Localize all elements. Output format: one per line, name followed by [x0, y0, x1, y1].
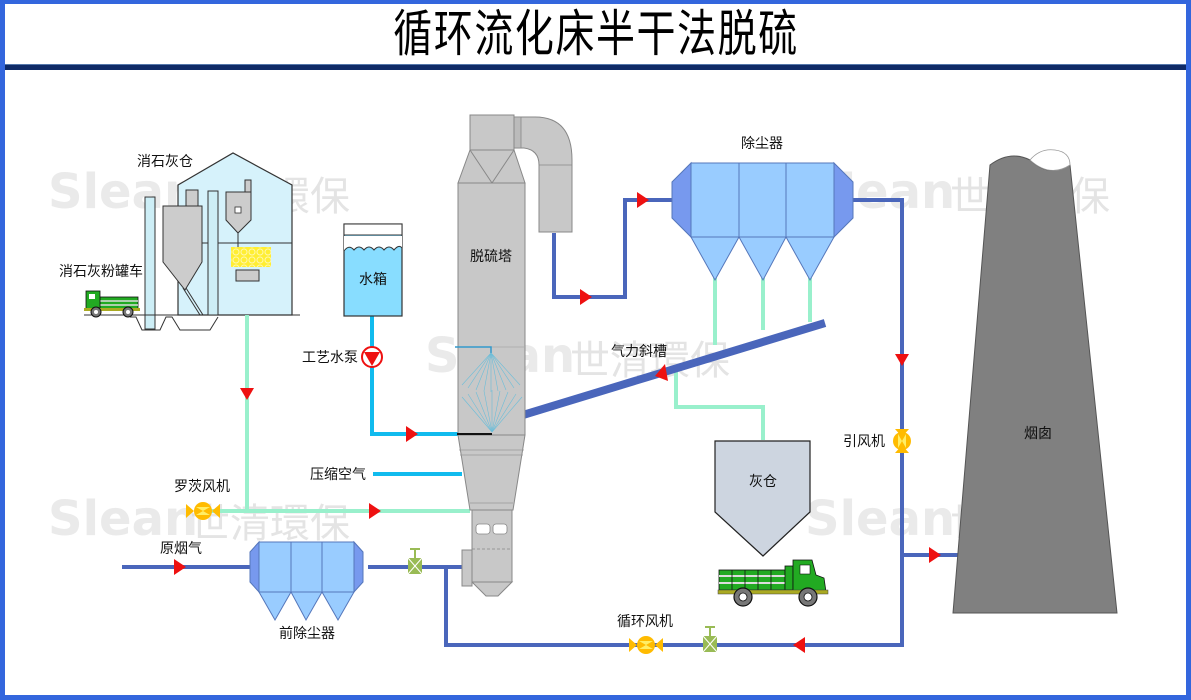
pre-dust-collector[interactable]: 前除尘器: [249, 540, 364, 642]
dust-collector[interactable]: 除尘器: [671, 136, 854, 282]
arrow-tower-out: [580, 289, 592, 305]
label-recirc-fan: 循环风机: [617, 614, 673, 630]
water-tank[interactable]: 水箱: [343, 223, 403, 317]
lime-truck[interactable]: 消石灰粉罐车: [59, 263, 143, 318]
arrow-water-right: [406, 426, 418, 442]
arrow-recirc-left: [793, 637, 805, 653]
ash-silo[interactable]: 灰仓: [714, 440, 811, 557]
roots-blower[interactable]: 罗茨风机: [174, 479, 230, 520]
arrow-raw-gas: [174, 559, 186, 575]
arrow-chimney-in: [929, 547, 941, 563]
label-ash-silo: 灰仓: [749, 474, 777, 490]
chimney[interactable]: 烟囱: [952, 149, 1118, 614]
label-pre-collector: 前除尘器: [279, 625, 335, 642]
desulfurization-tower[interactable]: 脱硫塔: [455, 114, 573, 597]
air-slide[interactable]: [521, 319, 827, 419]
arrow-collector-in: [637, 192, 649, 208]
label-roots-blower: 罗茨风机: [174, 479, 230, 495]
svg-text:Slean: Slean: [48, 491, 198, 547]
watermark-4: Slean 世清環保: [48, 491, 350, 547]
title-bar: 循环流化床半干法脱硫: [5, 4, 1186, 64]
flue-gas-valve[interactable]: [407, 548, 423, 575]
label-dust-collector: 除尘器: [741, 136, 783, 152]
arrow-lime-right: [369, 503, 381, 519]
label-lime-silo: 消石灰仓: [137, 154, 193, 170]
induced-draft-fan[interactable]: 引风机: [843, 429, 911, 453]
label-raw-flue-gas: 原烟气: [160, 541, 202, 557]
ash-return-pipes: [674, 278, 812, 440]
arrow-lime-down: [240, 388, 254, 400]
label-lime-truck: 消石灰粉罐车: [59, 263, 143, 280]
process-water-pump[interactable]: 工艺水泵: [302, 346, 383, 368]
label-id-fan: 引风机: [843, 434, 885, 450]
arrow-air-slide: [655, 364, 668, 381]
svg-text:Slean: Slean: [805, 491, 955, 547]
title-divider: [5, 64, 1186, 70]
lime-silo[interactable]: 消石灰仓: [84, 152, 300, 331]
label-compressed-air: 压缩空气: [310, 467, 366, 483]
recirculation-valve[interactable]: [702, 626, 718, 653]
label-chimney: 烟囱: [1024, 426, 1052, 442]
label-water-tank: 水箱: [359, 272, 387, 288]
arrow-id-down: [895, 354, 909, 366]
label-air-slide: 气力斜槽: [611, 344, 667, 360]
recirculation-fan[interactable]: 循环风机: [617, 614, 673, 654]
flow-arrows: [174, 192, 941, 653]
svg-text:世清環保: 世清環保: [190, 501, 350, 547]
page-title: 循环流化床半干法脱硫: [392, 5, 799, 63]
ash-truck[interactable]: [717, 559, 829, 607]
label-tower: 脱硫塔: [470, 249, 512, 265]
label-process-pump: 工艺水泵: [302, 350, 358, 366]
